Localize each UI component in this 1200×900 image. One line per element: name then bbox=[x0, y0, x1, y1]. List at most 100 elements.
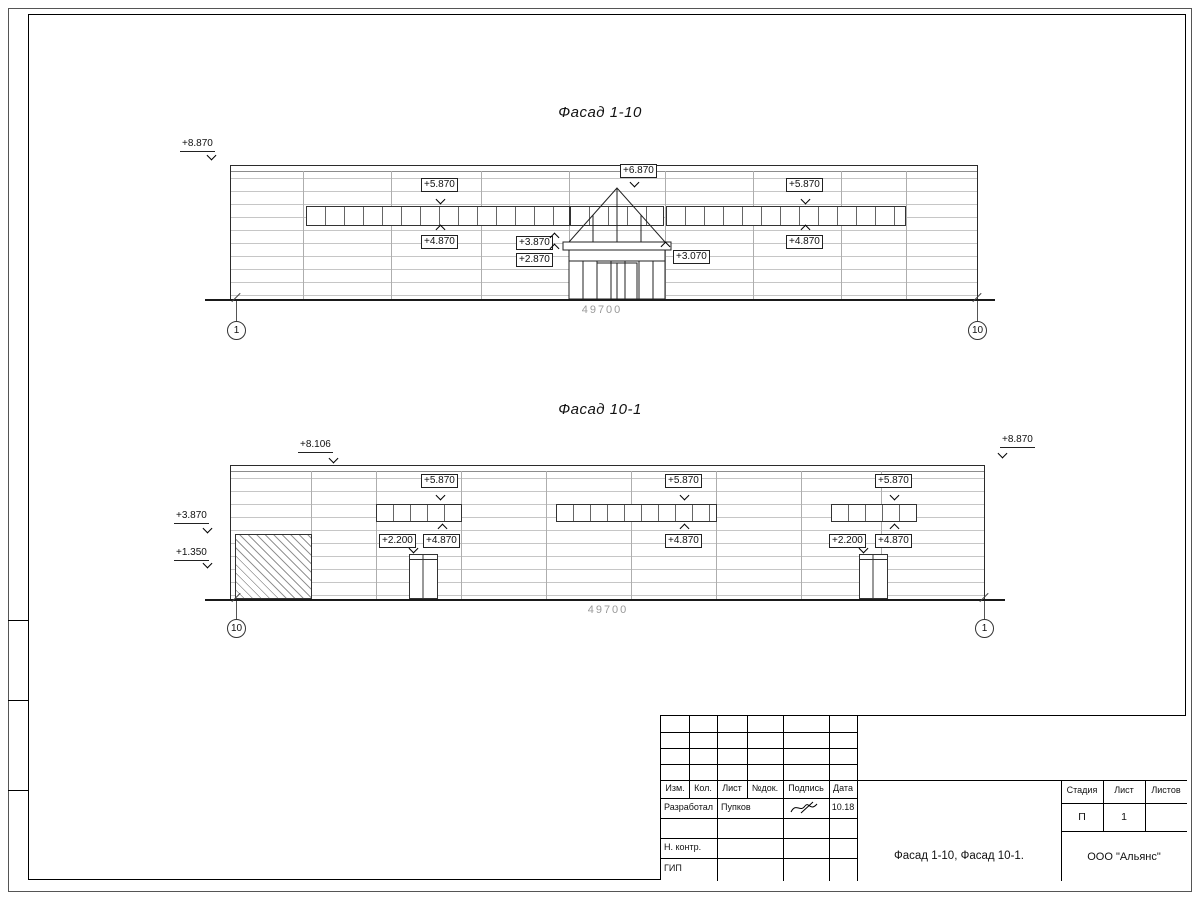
elevation-mark: +1.350 bbox=[174, 547, 209, 561]
elevation-mark: +6.870 bbox=[620, 164, 657, 178]
exit-door bbox=[409, 554, 438, 599]
stage-value: П bbox=[1078, 811, 1086, 823]
parapet-line bbox=[231, 171, 977, 172]
title-block-line bbox=[661, 798, 857, 799]
ground-line bbox=[205, 299, 995, 301]
elevation-mark: +3.870 bbox=[174, 510, 209, 524]
door-transom-line bbox=[410, 559, 437, 560]
document-title: Фасад 1-10, Фасад 10-1. bbox=[894, 850, 1024, 862]
window-band bbox=[831, 504, 917, 522]
panel-joint-line bbox=[665, 171, 666, 299]
facade-10-1-drawing bbox=[230, 465, 985, 600]
title-block-line bbox=[661, 780, 1187, 781]
axis-bubble-right: 1 bbox=[975, 619, 994, 638]
title-block-line bbox=[661, 858, 857, 859]
elevation-mark: +2.870 bbox=[516, 253, 553, 267]
title-block: Изм. Кол. Лист №док. Подпись Дата Разраб… bbox=[660, 715, 1187, 881]
row-date-razrabotal: 10.18 bbox=[831, 802, 855, 812]
panel-joint-line bbox=[546, 471, 547, 599]
panel-joint-line bbox=[569, 171, 570, 299]
axis-leader-line bbox=[236, 301, 237, 321]
overall-dimension: 49700 bbox=[587, 604, 629, 616]
ground-line bbox=[205, 599, 1005, 601]
elevation-mark: +5.870 bbox=[875, 474, 912, 488]
row-name-razrabotal: Пупков bbox=[721, 802, 751, 812]
elevation-mark: +4.870 bbox=[423, 534, 460, 548]
title-block-line bbox=[1061, 831, 1187, 832]
title-block-line bbox=[1103, 780, 1104, 831]
entrance-canopy bbox=[562, 241, 672, 251]
louver-grille bbox=[235, 534, 312, 599]
elevation-mark: +4.870 bbox=[421, 235, 458, 249]
panel-joint-line bbox=[391, 171, 392, 299]
window-band bbox=[376, 504, 462, 522]
title-block-line bbox=[661, 818, 857, 819]
panel-joint-line bbox=[841, 171, 842, 299]
panel-joint-line bbox=[906, 171, 907, 299]
panel-joint-line bbox=[303, 171, 304, 299]
axis-bubble-right: 10 bbox=[968, 321, 987, 340]
title-block-line bbox=[661, 838, 857, 839]
margin-cell-divider bbox=[8, 790, 28, 791]
col-header-list: Лист bbox=[722, 783, 742, 793]
title-block-line bbox=[1061, 780, 1062, 881]
sheet-value: 1 bbox=[1121, 811, 1127, 823]
elevation-mark: +5.870 bbox=[786, 178, 823, 192]
title-block-line bbox=[1145, 780, 1146, 831]
door-transom-line bbox=[860, 559, 887, 560]
elevation-mark: +5.870 bbox=[665, 474, 702, 488]
elevation-mark: +5.870 bbox=[421, 474, 458, 488]
signature-mark bbox=[790, 801, 818, 814]
title-block-line bbox=[661, 748, 857, 749]
elevation-mark: +8.870 bbox=[180, 138, 215, 152]
facade-10-1-title: Фасад 10-1 bbox=[558, 401, 642, 418]
window-band bbox=[666, 206, 906, 226]
panel-joint-line bbox=[801, 471, 802, 599]
axis-bubble-left: 10 bbox=[227, 619, 246, 638]
elevation-mark: +4.870 bbox=[875, 534, 912, 548]
col-header-izm: Изм. bbox=[665, 783, 685, 793]
window-band bbox=[556, 504, 717, 522]
axis-leader-line bbox=[236, 601, 237, 619]
elevation-mark: +2.200 bbox=[379, 534, 416, 548]
elevation-mark: +5.870 bbox=[421, 178, 458, 192]
col-header-data: Дата bbox=[833, 783, 853, 793]
panel-joint-line bbox=[376, 471, 377, 599]
overall-dimension: 49700 bbox=[581, 304, 623, 316]
axis-leader-line bbox=[984, 601, 985, 619]
axis-leader-line bbox=[977, 301, 978, 321]
parapet-line bbox=[231, 471, 984, 472]
company-name: ООО "Альянс" bbox=[1087, 851, 1161, 863]
panel-joint-line bbox=[481, 171, 482, 299]
elevation-mark: +4.870 bbox=[665, 534, 702, 548]
panel-joint-line bbox=[461, 471, 462, 599]
panel-joint-line bbox=[631, 471, 632, 599]
sheet-header: Лист bbox=[1114, 785, 1134, 795]
row-role-gip: ГИП bbox=[664, 863, 682, 873]
margin-cell-divider bbox=[8, 620, 28, 621]
title-block-line bbox=[661, 764, 857, 765]
exit-door bbox=[859, 554, 888, 599]
title-block-line bbox=[747, 716, 748, 798]
margin-cell-divider bbox=[8, 700, 28, 701]
elevation-mark: +3.870 bbox=[516, 236, 553, 250]
sheets-header: Листов bbox=[1151, 785, 1181, 795]
elevation-mark: +3.070 bbox=[673, 250, 710, 264]
axis-bubble-left: 1 bbox=[227, 321, 246, 340]
elevation-mark: +8.870 bbox=[1000, 434, 1035, 448]
entrance-portico bbox=[562, 187, 672, 300]
panel-joint-line bbox=[716, 471, 717, 599]
window-band bbox=[306, 206, 570, 226]
sheet-edge-border bbox=[8, 8, 1192, 892]
title-block-line bbox=[857, 716, 858, 881]
elevation-mark: +8.106 bbox=[298, 439, 333, 453]
col-header-ndok: №док. bbox=[751, 783, 779, 793]
facade-1-10-title: Фасад 1-10 bbox=[558, 104, 642, 121]
title-block-line bbox=[1061, 803, 1187, 804]
elevation-mark: +4.870 bbox=[786, 235, 823, 249]
title-block-line bbox=[689, 716, 690, 798]
col-header-kol: Кол. bbox=[694, 783, 712, 793]
facade-1-10-drawing bbox=[230, 165, 978, 300]
row-role-razrabotal: Разработал bbox=[664, 802, 713, 812]
